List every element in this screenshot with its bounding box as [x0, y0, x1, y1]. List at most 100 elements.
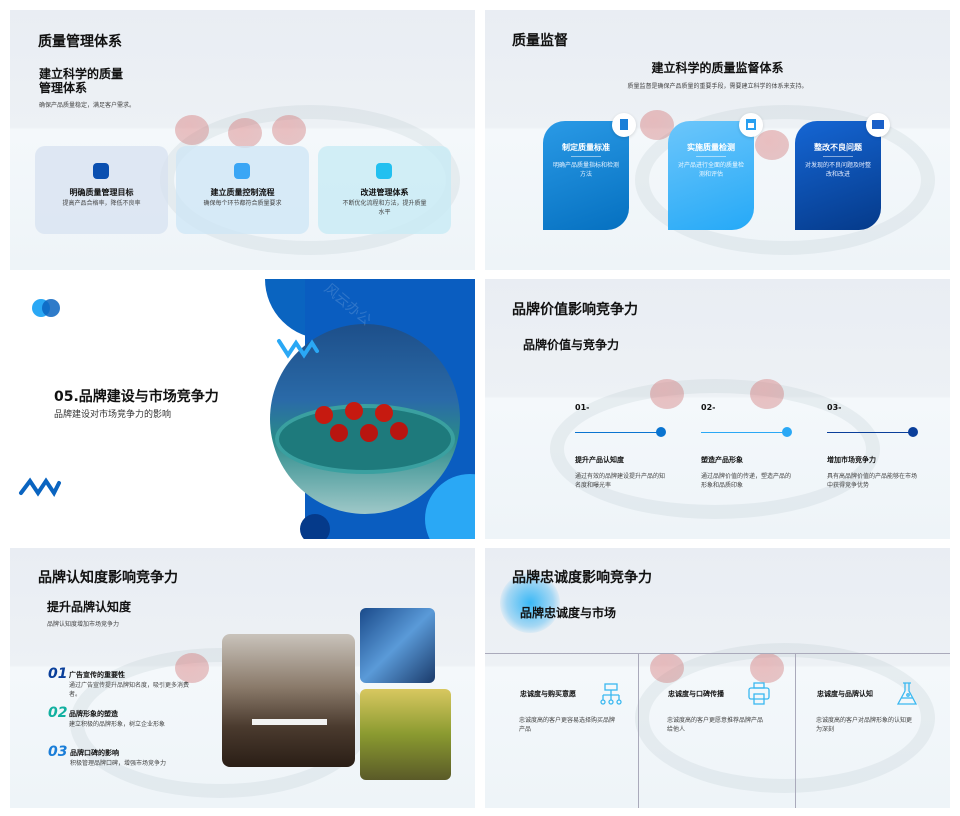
tomato-image [755, 130, 789, 160]
document-icon [612, 113, 636, 137]
card-desc: 不断优化流程和方法，提升质量水平 [342, 200, 427, 216]
wave-icon [277, 339, 319, 359]
slide-thumbnail-6[interactable]: 品牌忠诚度影响竞争力 品牌忠诚度与市场 忠诚度与购买意愿 忠诚度高的客户更容易选… [485, 548, 950, 808]
item-desc: 忠诚度高的客户更容易选择购买品牌产品 [519, 717, 616, 733]
item-number: 02- [701, 403, 716, 412]
item-desc: 忠诚度高的客户对品牌形象的认知更为深刻 [816, 717, 913, 733]
divider [485, 653, 950, 654]
inspection-card: 实施质量检测 对产品进行全面的质量检测和评估 [668, 121, 754, 230]
item-desc: 具有高品牌价值的产品能够在市场中获得竞争优势 [827, 473, 918, 489]
slide-title: 品牌价值影响竞争力 [512, 302, 638, 318]
item-desc: 通过广告宣传提升品牌知名度，吸引更多消费者。 [69, 682, 190, 698]
item-title: 忠诚度与口碑传播 [668, 690, 724, 698]
item-number: 03 [48, 744, 68, 760]
tomato-image [272, 115, 306, 145]
divider [823, 156, 853, 157]
item-desc: 忠诚度高的客户更愿意推荐品牌产品给他人 [667, 717, 764, 733]
rectify-card: 整改不良问题 对发现的不良问题及时整改和改进 [795, 121, 881, 230]
item-title: 忠诚度与购买意愿 [520, 690, 576, 698]
message-icon [376, 163, 392, 179]
card-title: 建立质量控制流程 [210, 188, 275, 197]
item-number: 01 [48, 666, 68, 682]
timeline-line [575, 432, 660, 433]
card-title: 明确质量管理目标 [69, 188, 134, 197]
flask-icon [896, 682, 918, 705]
card-title: 实施质量检测 [687, 143, 735, 152]
item-desc: 建立积极的品牌形象，树立企业形象 [69, 721, 166, 728]
tomato-image [750, 379, 784, 409]
mail-icon [93, 163, 109, 179]
slide-title: 05.品牌建设与市场竞争力 [54, 389, 219, 405]
tomato-image [228, 118, 262, 148]
timeline-dot [656, 427, 666, 437]
image-icon [866, 113, 890, 137]
item-title: 增加市场竞争力 [827, 456, 876, 464]
slide-thumbnail-1[interactable]: 质量管理体系 建立科学的质量管理体系 确保产品质量稳定，满足客户需求。 明确质量… [10, 10, 475, 270]
slide-thumbnail-5[interactable]: 品牌认知度影响竞争力 提升品牌认知度 品牌认知度增加市场竞争力 01 广告宣传的… [10, 548, 475, 808]
slide-title: 质量管理体系 [38, 34, 122, 50]
timeline-dot [782, 427, 792, 437]
hierarchy-icon [739, 113, 763, 137]
grass-notebook-photo [360, 689, 451, 780]
item-title: 提升产品认知度 [575, 456, 624, 464]
section-desc: 质量监督是确保产品质量的重要手段，需要建立科学的体系来支持。 [627, 83, 808, 90]
item-title: 广告宣传的重要性 [69, 671, 125, 679]
skyscraper-photo [360, 608, 435, 683]
slide-subtitle: 提升品牌认知度 [47, 600, 132, 614]
card-desc: 提高产品合格率，降低不良率 [62, 200, 141, 207]
slide-title: 品牌认知度影响竞争力 [38, 570, 178, 586]
decor-circle [300, 514, 330, 539]
card-desc: 明确产品质量指标和检测方法 [553, 162, 620, 178]
card-desc: 对发现的不良问题及时整改和改进 [805, 162, 872, 178]
item-desc: 积极管理品牌口碑，增强市场竞争力 [70, 760, 167, 767]
improve-card: 改进管理体系 不断优化流程和方法，提升质量水平 [318, 146, 451, 234]
slide-subtitle: 品牌忠诚度与市场 [520, 606, 617, 620]
card-desc: 对产品进行全面的质量检测和评估 [678, 162, 745, 178]
subtitle-line: 管理体系 [39, 81, 88, 95]
slide-desc: 确保产品质量稳定，满足客户需求。 [39, 102, 136, 109]
slide-subtitle: 品牌价值与竞争力 [523, 338, 620, 352]
divider [571, 156, 601, 157]
decor-glow [500, 573, 560, 633]
tomato-plate-image [270, 324, 460, 514]
tomato-image [750, 653, 784, 683]
card-title: 改进管理体系 [360, 188, 409, 197]
logo-circle [42, 299, 60, 317]
card-title: 制定质量标准 [562, 143, 610, 152]
slide-thumbnail-4[interactable]: 品牌价值影响竞争力 品牌价值与竞争力 01- 提升产品认知度 通过有效的品牌建设… [485, 279, 950, 539]
divider [638, 653, 639, 808]
item-number: 01- [575, 403, 590, 412]
printer-icon [748, 682, 770, 705]
section-heading: 建立科学的质量监督体系 [651, 61, 784, 75]
item-title: 忠诚度与品牌认知 [817, 690, 873, 698]
slide-thumbnail-2[interactable]: 质量监督 建立科学的质量监督体系 质量监督是确保产品质量的重要手段，需要建立科学… [485, 10, 950, 270]
subtitle-line: 建立科学的质量 [39, 67, 124, 81]
slide-desc: 品牌认知度增加市场竞争力 [47, 621, 120, 628]
process-card: 建立质量控制流程 确保每个环节都符合质量要求 [176, 146, 309, 234]
slide-subtitle: 建立科学的质量管理体系 [39, 67, 123, 95]
item-title: 塑造产品形象 [701, 456, 743, 464]
timeline-dot [908, 427, 918, 437]
org-chart-icon [600, 683, 622, 705]
timeline-line [827, 432, 912, 433]
item-title: 品牌口碑的影响 [70, 749, 119, 757]
item-number: 03- [827, 403, 842, 412]
wave-icon [19, 477, 61, 497]
business-meeting-photo [222, 634, 355, 767]
card-title: 整改不良问题 [814, 143, 862, 152]
item-desc: 通过品牌价值的传递，塑造产品的形象和品质印象 [701, 473, 792, 489]
timeline-line [701, 432, 786, 433]
slide-subtitle: 品牌建设对市场竞争力的影响 [54, 410, 172, 420]
standard-card: 制定质量标准 明确产品质量指标和检测方法 [543, 121, 629, 230]
goal-card: 明确质量管理目标 提高产品合格率，降低不良率 [35, 146, 168, 234]
tomato-image [175, 653, 209, 683]
slide-title: 质量监督 [512, 33, 568, 49]
tomato-image [175, 115, 209, 145]
slide-thumbnail-3[interactable]: 风云办公 05.品牌建设与市场竞争力 品牌建设对市场竞争力的影响 [10, 279, 475, 539]
item-desc: 通过有效的品牌建设提升产品的知名度和曝光率 [575, 473, 666, 489]
tomato-image [650, 379, 684, 409]
slide-title: 品牌忠诚度影响竞争力 [512, 570, 652, 586]
target-icon [234, 163, 250, 179]
item-number: 02 [48, 705, 68, 721]
item-title: 品牌形象的塑造 [69, 710, 118, 718]
